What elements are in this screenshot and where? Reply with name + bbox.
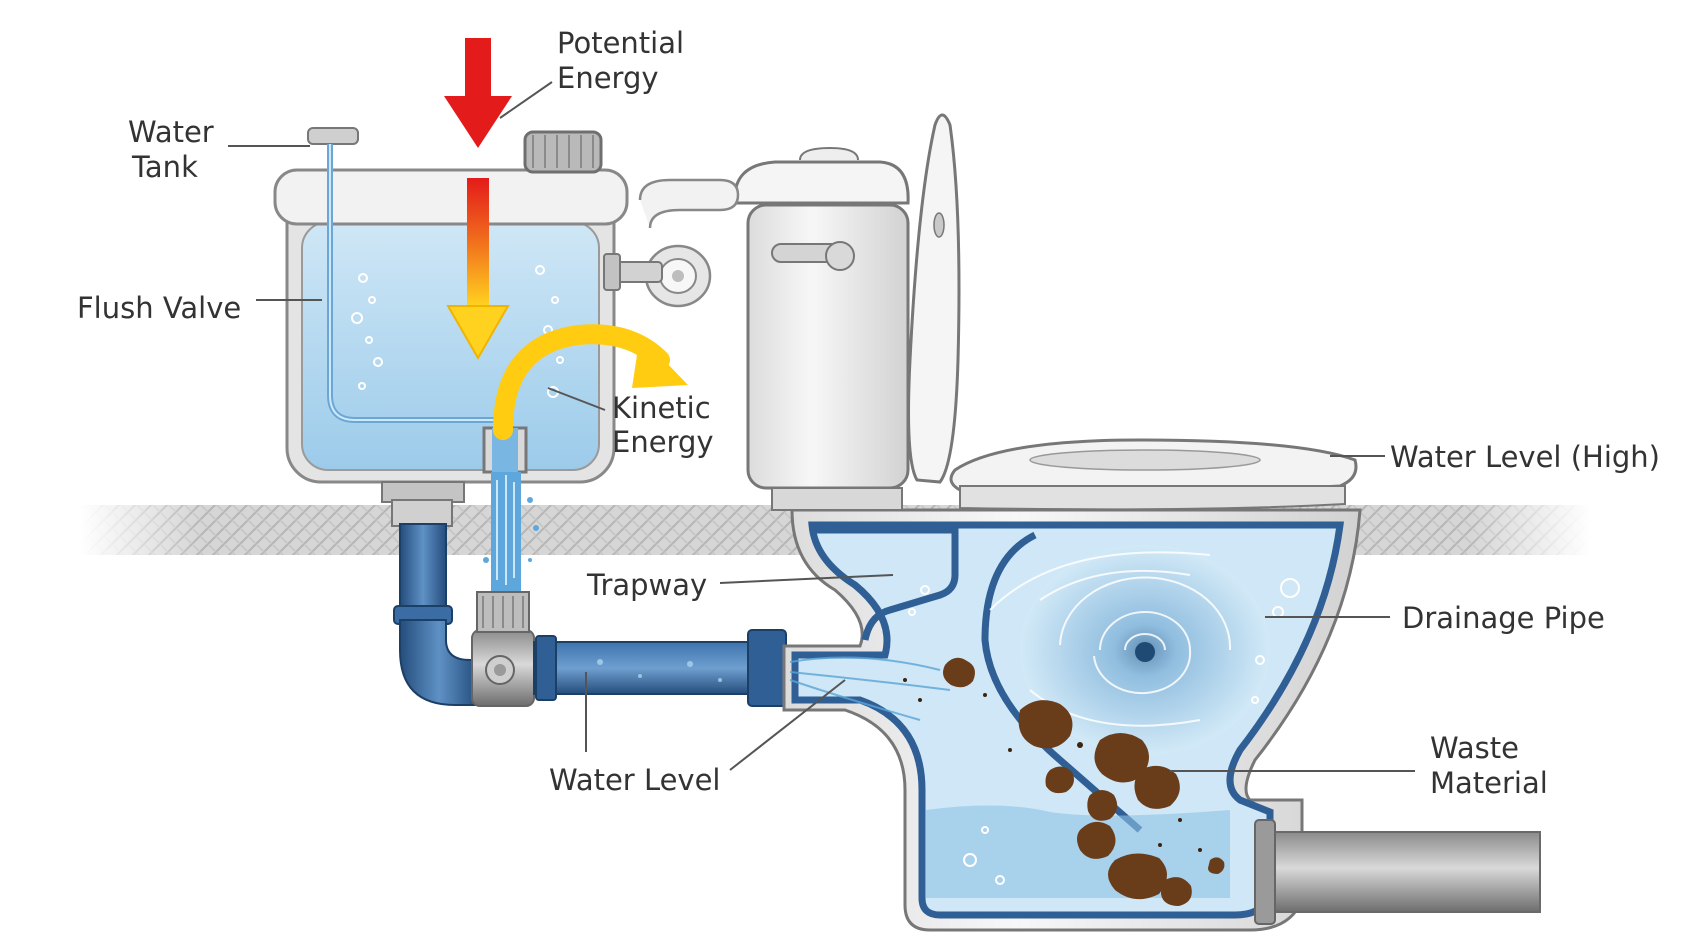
bowl-bubbles [908,578,1300,885]
drainage-pipe-text: Drainage Pipe [1402,601,1605,635]
kinetic-energy-arrow [493,324,688,440]
water-level-text: Water Level [549,763,721,797]
label-water-tank: Water Tank [128,115,310,184]
potential-energy-line2: Energy [557,61,659,95]
toilet-paper-holder [603,178,740,308]
waste-material-line2: Material [1430,766,1548,800]
vortex-lines [989,551,1232,727]
label-trapway: Trapway [586,568,894,602]
toilet-bowl [782,508,1362,932]
label-water-level-high: Water Level (High) [1330,440,1660,474]
toilet-tank [733,146,910,511]
label-kinetic-energy: Kinetic Energy [547,387,714,459]
flush-valve-text: Flush Valve [77,291,241,325]
waste-specks [903,678,1202,852]
water-jet [483,472,539,592]
drain-pipe [1254,819,1541,925]
kinetic-energy-line1: Kinetic [612,391,711,425]
trapway-text: Trapway [586,568,707,602]
toilet-seat [949,438,1358,511]
label-drainage-pipe: Drainage Pipe [1265,601,1605,635]
kinetic-energy-line2: Energy [612,425,714,459]
waste-material-line1: Waste [1430,731,1519,765]
potential-energy-line1: Potential [557,26,684,60]
supply-pipe [393,523,787,707]
water-level-high-text: Water Level (High) [1390,440,1660,474]
label-waste-material: Waste Material [1170,731,1548,800]
water-tank-line2: Tank [131,150,198,184]
label-flush-valve: Flush Valve [77,291,322,325]
water-tank-line1: Water [128,115,214,149]
label-potential-energy: Potential Energy [499,26,684,119]
waste-material [943,657,1225,906]
water-tank [273,127,629,527]
label-water-level: Water Level [549,672,846,797]
toilet-lid [907,113,961,484]
potential-energy-arrow [444,38,512,361]
